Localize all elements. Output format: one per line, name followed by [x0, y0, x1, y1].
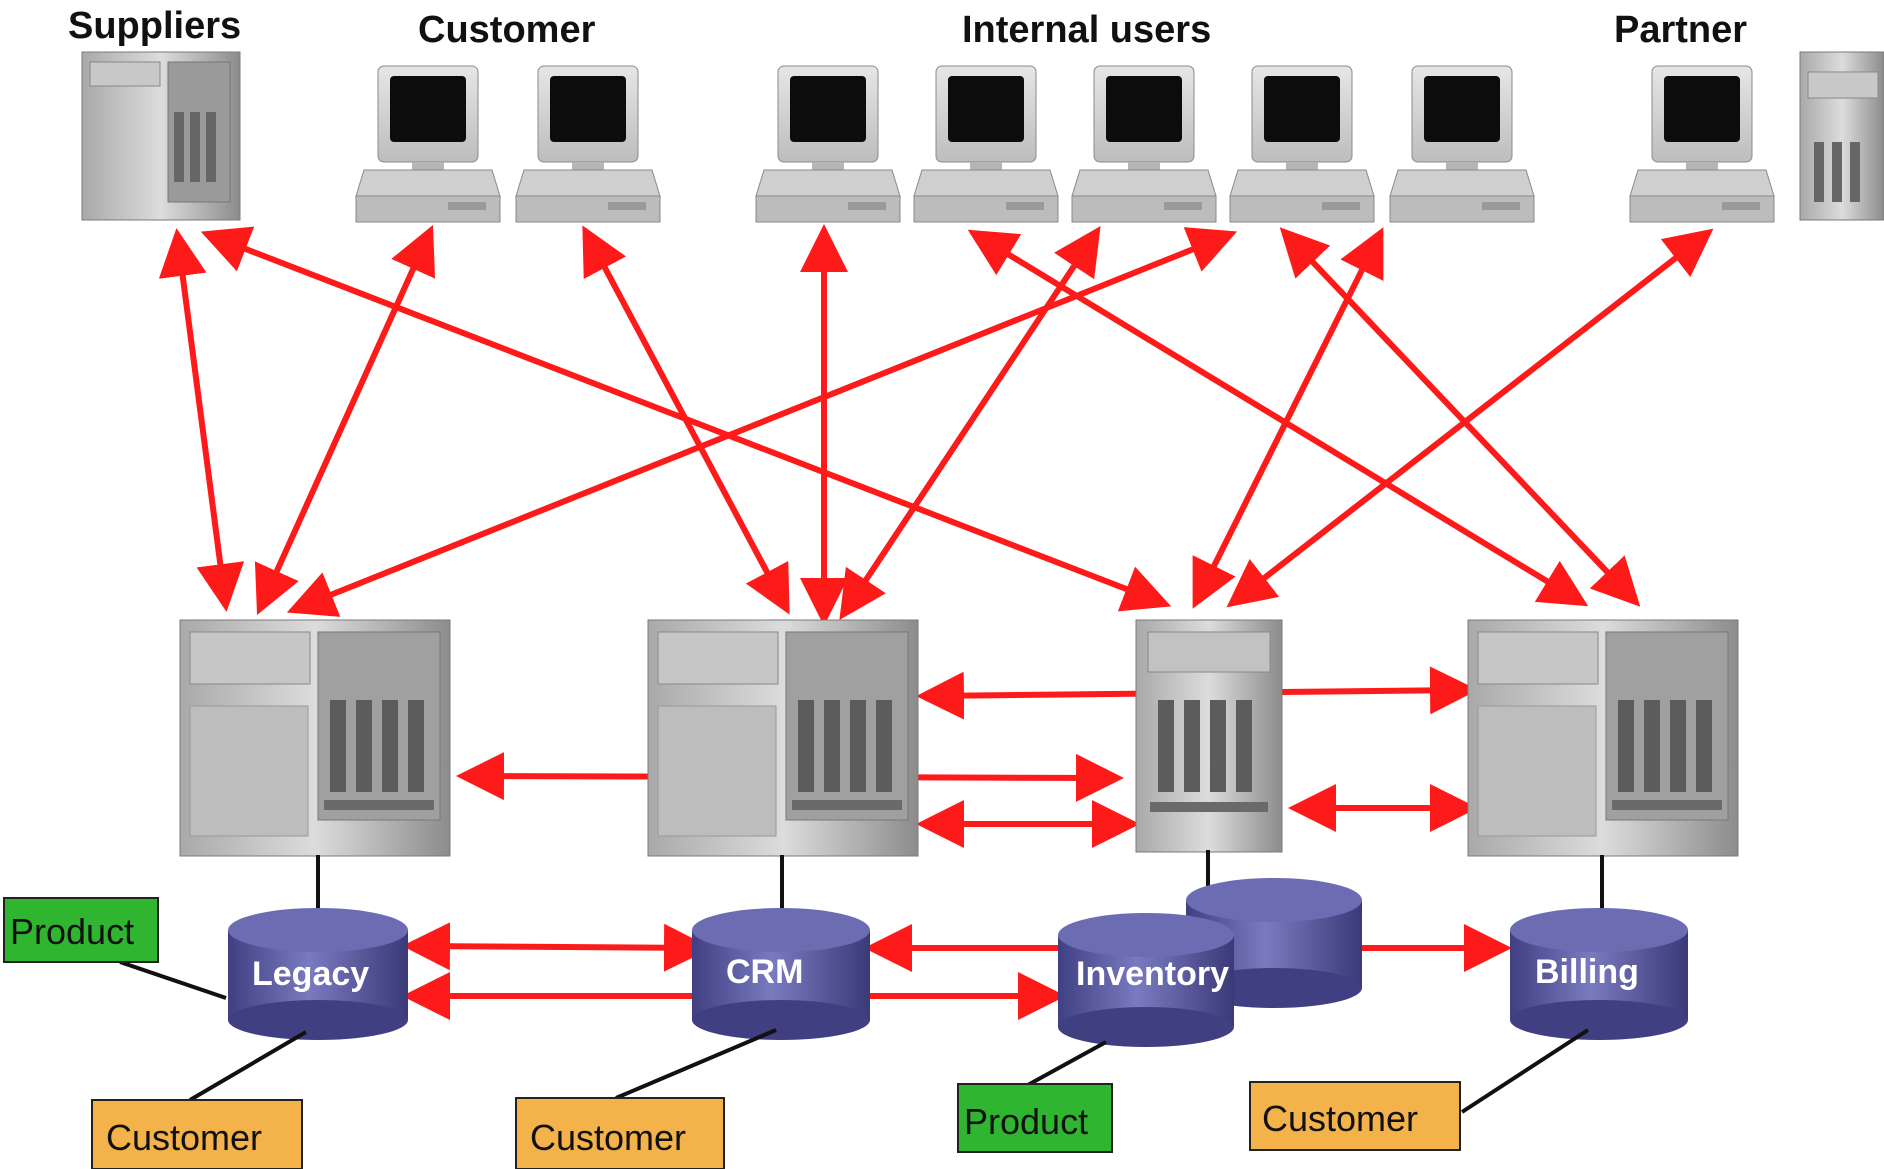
inventory-product-link: [1025, 1040, 1107, 1088]
inventory-server-icon: [1135, 619, 1283, 853]
inventory-product-tag: Product: [957, 1083, 1113, 1153]
internal2-billing-arrow: [967, 229, 1589, 607]
internal3-crm-arrow: [839, 225, 1101, 621]
internal5-inventory-arrow: [1192, 227, 1384, 609]
internal-pc-5-icon: [1389, 65, 1535, 223]
customer-pc-1-icon: [355, 65, 501, 223]
legacy-product-link: [119, 960, 227, 1000]
supplier-server-icon: [81, 51, 241, 221]
internal4-billing-arrow: [1279, 227, 1641, 607]
inventory-product-tag-text: Product: [964, 1101, 1088, 1142]
legacy-product-tag: Product: [3, 897, 159, 963]
internal-pc-3-icon: [1071, 65, 1217, 223]
suppliers-label: Suppliers: [68, 5, 241, 47]
partner-label: Partner: [1614, 9, 1747, 51]
inventory-database-icon: [1058, 913, 1234, 1047]
billing-customer-tag: Customer: [1249, 1081, 1461, 1151]
customer-pc-2-icon: [515, 65, 661, 223]
billing-database-label: Billing: [1535, 953, 1639, 991]
workstations: [355, 65, 1775, 223]
customer-label: Customer: [418, 9, 596, 51]
crm-customer-tag: Customer: [515, 1097, 725, 1169]
billing-database-icon: [1510, 908, 1688, 1040]
legacy-product-tag-text: Product: [10, 911, 134, 952]
connection-arrows: [158, 224, 1714, 1020]
billing-customer-link: [1460, 1028, 1590, 1114]
legacy-customer-link: [188, 1030, 308, 1102]
partner-inventory-arrow: [1226, 228, 1714, 608]
crm-customer-tag-text: Customer: [530, 1117, 686, 1158]
partner-server-icon: [1799, 51, 1884, 221]
inventory-database-label: Inventory: [1076, 955, 1229, 993]
crm-server-icon: [647, 619, 919, 857]
internal4-legacy-arrow: [286, 227, 1238, 617]
billing-server-icon: [1467, 619, 1739, 857]
crm-database-icon: [692, 908, 870, 1040]
suppliers-legacy-arrow: [158, 228, 245, 612]
internal-users-label: Internal users: [962, 9, 1211, 51]
internal-pc-2-icon: [913, 65, 1059, 223]
application-servers: [179, 619, 1739, 857]
legacy-database-icon: [228, 908, 408, 1040]
legacy-crm-db-arrow: [402, 922, 712, 972]
internal-pc-4-icon: [1229, 65, 1375, 223]
legacy-customer-tag-text: Customer: [106, 1117, 262, 1158]
legacy-customer-tag: Customer: [91, 1099, 303, 1169]
customer1-legacy-arrow: [254, 225, 436, 615]
partner-pc-icon: [1629, 65, 1775, 223]
billing-customer-tag-text: Customer: [1262, 1098, 1418, 1139]
customer2-crm-arrow: [582, 225, 790, 615]
crm-database-label: CRM: [726, 953, 803, 991]
legacy-database-label: Legacy: [252, 955, 369, 993]
crm-customer-link: [615, 1028, 777, 1100]
internal-pc-1-icon: [755, 65, 901, 223]
legacy-server-icon: [179, 619, 451, 857]
